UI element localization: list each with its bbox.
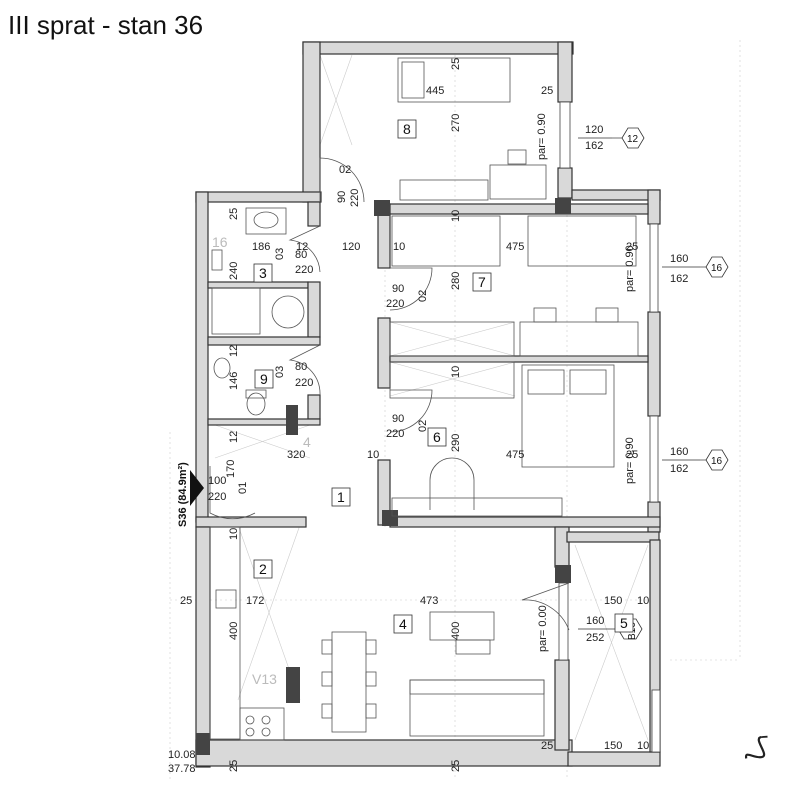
door9-b: 220 [295, 377, 313, 389]
window4-height: 252 [586, 632, 604, 644]
room3-width: 186 [252, 241, 270, 253]
room2-width: 172 [246, 595, 264, 607]
room5-width: 150 [604, 595, 622, 607]
window7-width: 160 [670, 253, 688, 265]
plan-title: III sprat - stan 36 [8, 10, 203, 40]
entrance-marker: S36 (84.9m²) [177, 462, 204, 527]
room4-height: 400 [450, 622, 462, 640]
room2-top: 10 [228, 528, 240, 540]
door3-c: 03 [274, 248, 286, 260]
window4-width: 160 [586, 615, 604, 627]
door7-b: 220 [386, 298, 404, 310]
entrance-arrow-icon [190, 470, 204, 506]
window6-type: 16 [711, 456, 723, 467]
room5-right: 10 [637, 595, 649, 607]
room7-width: 475 [506, 241, 524, 253]
unit-area-label: S36 (84.9m²) [177, 462, 189, 527]
hall-top: 12 [228, 431, 240, 443]
door6-b: 220 [386, 428, 404, 440]
room6-width: 475 [506, 449, 524, 461]
windows [558, 101, 661, 753]
room-7-number: 7 [478, 274, 486, 290]
room9-height: 146 [228, 372, 240, 390]
room7-height: 280 [450, 272, 462, 290]
room4-left: 25 [180, 595, 192, 607]
shaft-16-label: 16 [212, 234, 228, 250]
window7-height: 162 [670, 273, 688, 285]
door9-c: 03 [274, 366, 286, 378]
hall-width: 320 [287, 449, 305, 461]
room6-right: 25 [626, 449, 638, 461]
door-dimensions: 02 90 220 80 220 03 90 220 02 80 220 03 … [208, 164, 429, 503]
room7-left: 10 [393, 241, 405, 253]
room-9-number: 9 [260, 371, 268, 387]
room-numbers: 8 7 3 9 6 1 2 4 5 [253, 119, 634, 634]
room9-top: 12 [228, 345, 240, 357]
room-4-number: 4 [399, 616, 407, 632]
shaft-v13-label: V13 [252, 671, 277, 687]
hall-mid: 120 [342, 241, 360, 253]
door8-c: 220 [349, 189, 361, 207]
bottom-mid-25: 25 [450, 760, 462, 772]
room-dimensions: 445 270 25 25 475 280 10 10 25 475 290 1… [168, 58, 649, 775]
room3-height: 240 [228, 262, 240, 280]
window7-type: 16 [711, 263, 723, 274]
bottom-left-25: 25 [228, 760, 240, 772]
entry-door-a: 100 [208, 475, 226, 487]
door6-a: 90 [392, 413, 404, 425]
window6-sill: par= 0.90 [624, 437, 636, 484]
bottom-right-25: 25 [541, 740, 553, 752]
window8-width: 120 [585, 124, 603, 136]
window8-height: 162 [585, 140, 603, 152]
entry-door-c: 170 [225, 460, 237, 478]
north-arrow-icon [745, 735, 768, 759]
window6-height: 162 [670, 463, 688, 475]
room-3-number: 3 [259, 265, 267, 281]
window4-sill: par= 0.00 [537, 605, 549, 652]
entry-door-b: 220 [208, 491, 226, 503]
room2-height: 400 [228, 622, 240, 640]
room-6-number: 6 [433, 429, 441, 445]
room5-width-bottom: 150 [604, 740, 622, 752]
room7-right: 25 [626, 241, 638, 253]
door9-a: 80 [295, 361, 307, 373]
columns [196, 198, 571, 755]
door8-a: 02 [339, 164, 351, 176]
room3-top: 25 [228, 208, 240, 220]
room4-width: 473 [420, 595, 438, 607]
room3-right: 12 [296, 241, 308, 253]
window8-sill: par= 0.90 [536, 113, 548, 160]
room-2-number: 2 [259, 561, 267, 577]
furniture [209, 57, 639, 741]
door7-c: 02 [417, 290, 429, 302]
room6-left: 10 [367, 449, 379, 461]
faint-labels: 16 4 V13 [212, 234, 311, 687]
door3-b: 220 [295, 264, 313, 276]
room8-top-a: 25 [450, 58, 462, 70]
level-mark-1: 10.08 [168, 749, 196, 761]
room8-width: 445 [426, 85, 444, 97]
room8-top-b: 25 [541, 85, 553, 97]
door8-b: 90 [336, 191, 348, 203]
door3-a: 80 [295, 249, 307, 261]
door6-c: 02 [417, 420, 429, 432]
door-swings [209, 157, 570, 631]
room6-top: 10 [450, 366, 462, 378]
room-1-number: 1 [337, 489, 345, 505]
room8-height: 270 [450, 114, 462, 132]
door7-a: 90 [392, 283, 404, 295]
room5-right-bottom: 10 [637, 740, 649, 752]
room-8-number: 8 [403, 121, 411, 137]
window8-type: 12 [627, 134, 639, 145]
shaft-4-label: 4 [303, 434, 311, 450]
window6-width: 160 [670, 446, 688, 458]
entry-door-d: 01 [237, 482, 249, 494]
room-5-number: 5 [620, 615, 628, 631]
hatched-areas [214, 54, 649, 741]
level-mark-2: 37.78 [168, 763, 196, 775]
room6-height: 290 [450, 434, 462, 452]
window7-sill: par= 0.90 [624, 245, 636, 292]
room7-top: 10 [450, 210, 462, 222]
